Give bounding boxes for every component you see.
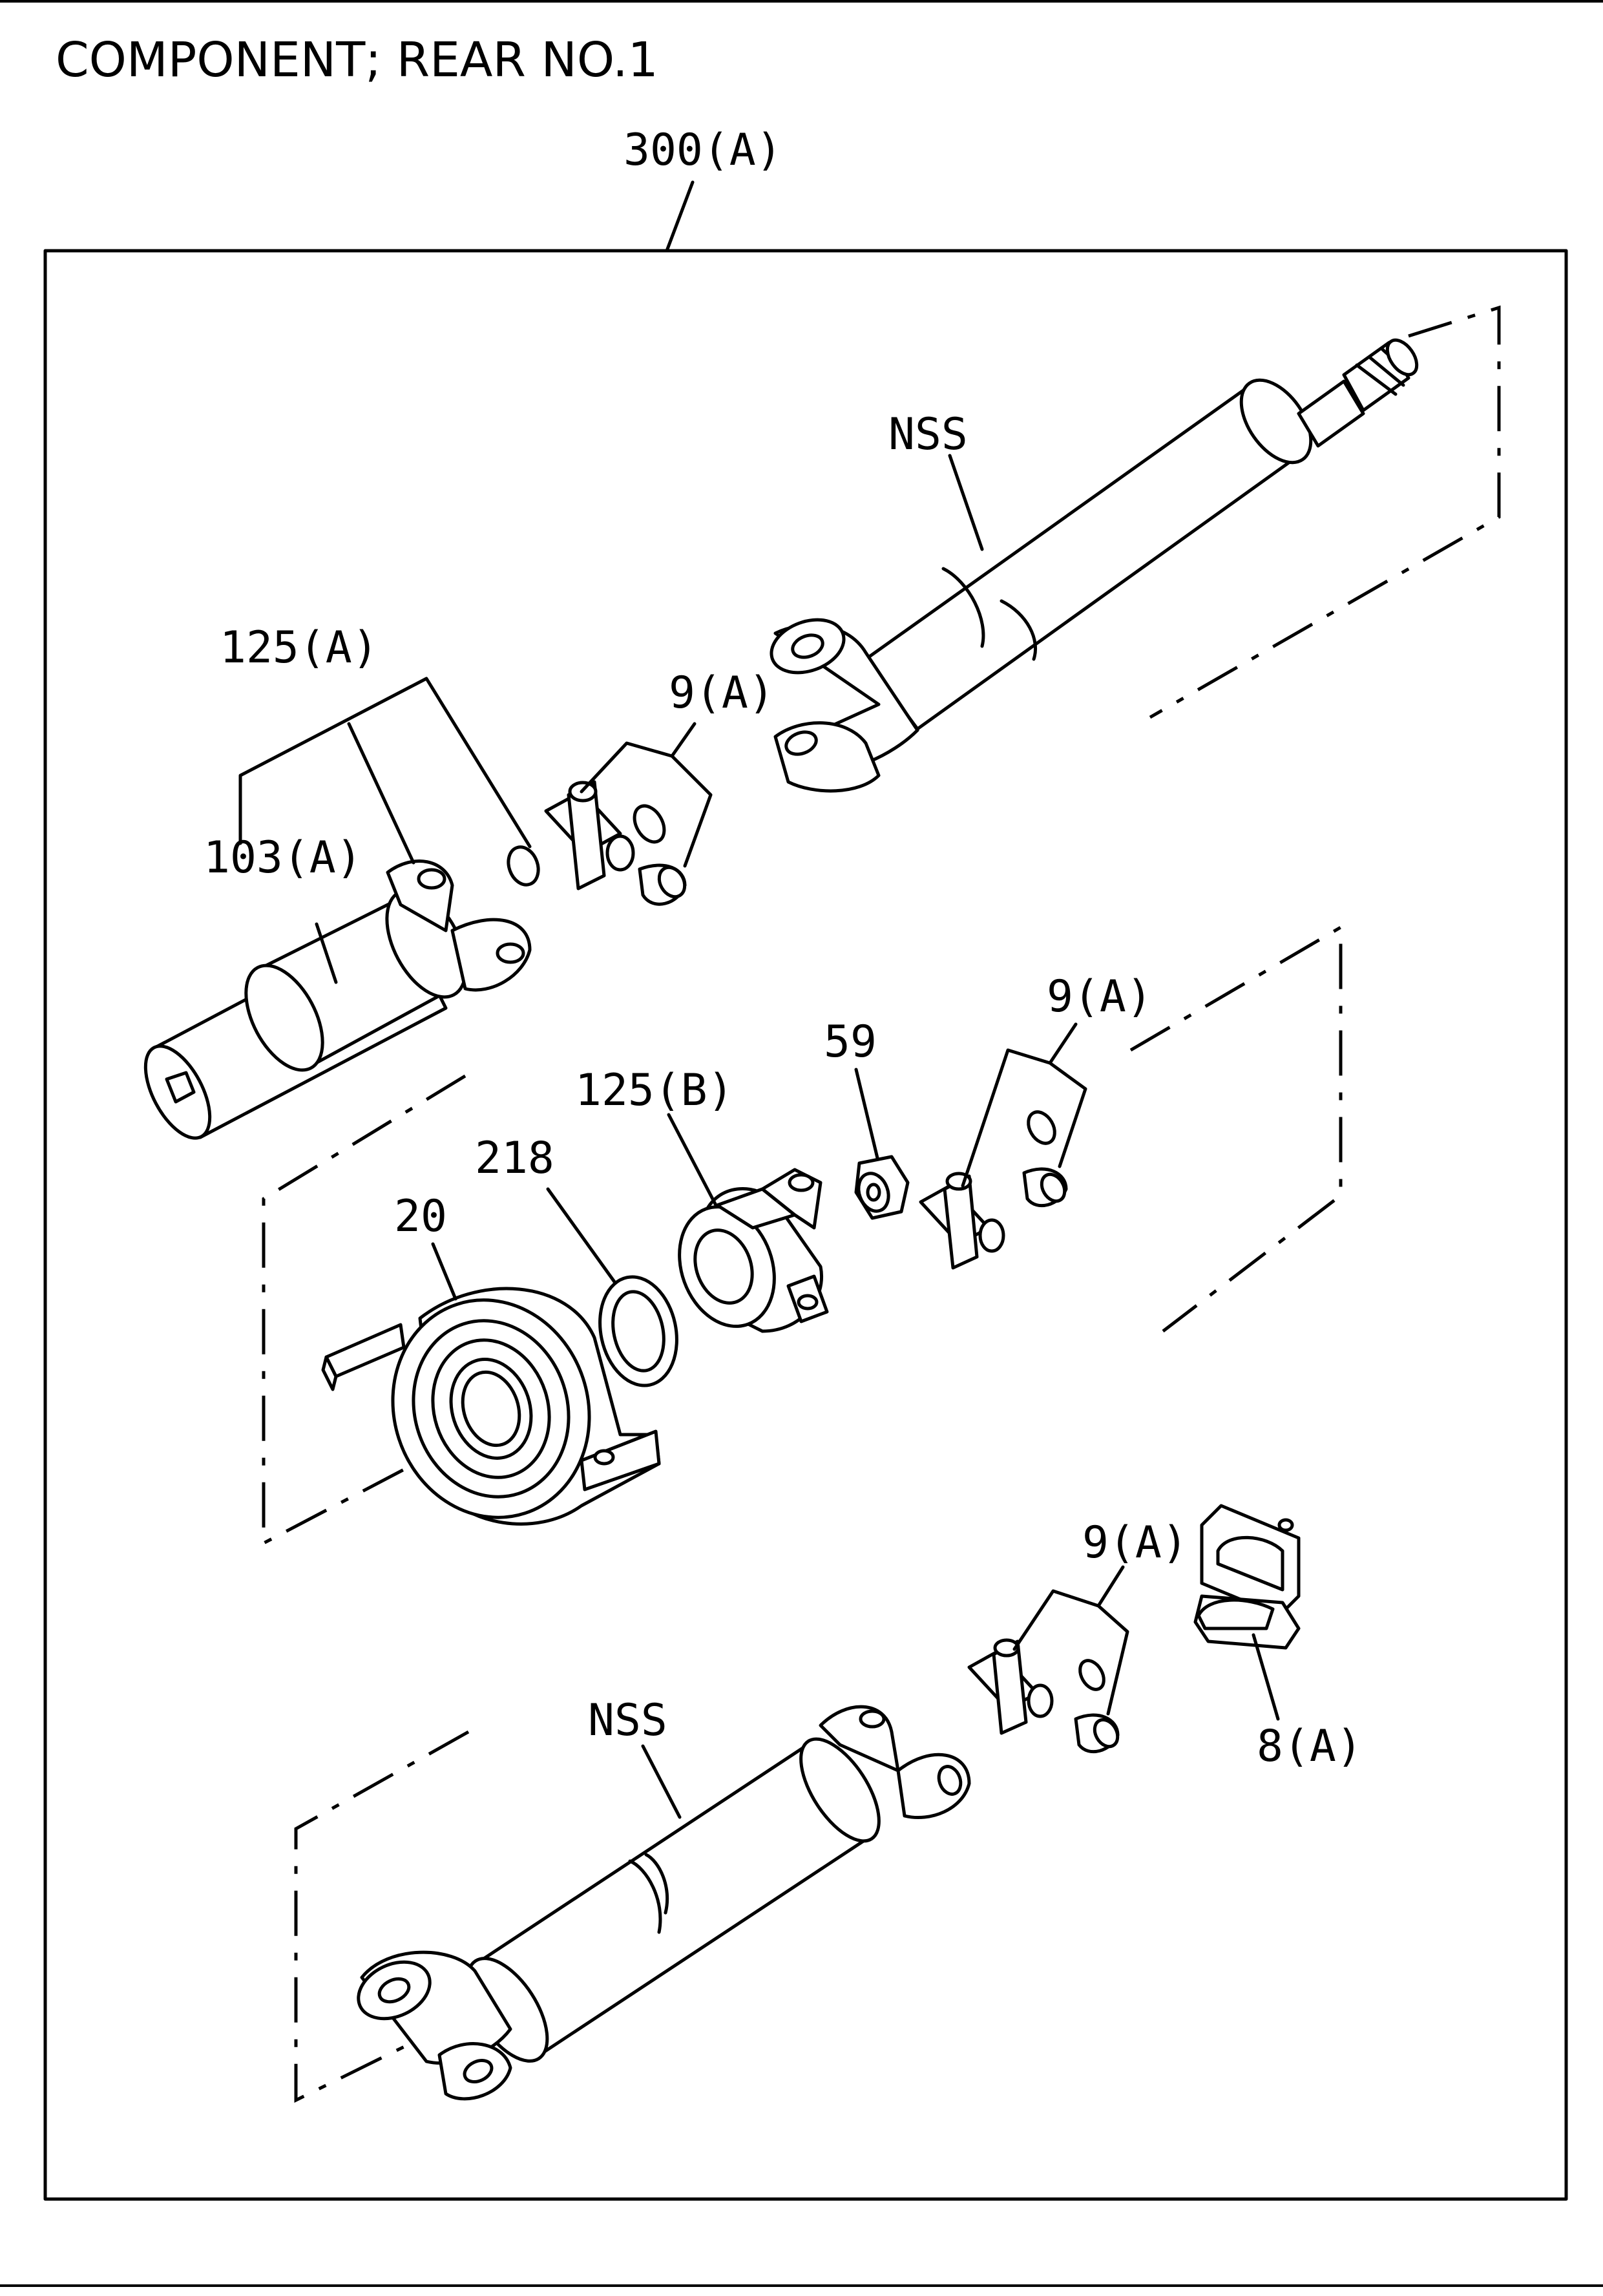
- center-bearing[interactable]: [321, 1274, 661, 1543]
- joint-2-leader: [961, 1022, 1087, 1188]
- nut[interactable]: [854, 1155, 910, 1220]
- label-assembly: 300(A): [623, 125, 782, 176]
- label-flange-yoke-b: 125(B): [575, 1065, 734, 1116]
- universal-joint-2[interactable]: [919, 1107, 1069, 1270]
- washer[interactable]: [591, 1270, 687, 1393]
- front-shaft-phantom: [1149, 305, 1501, 719]
- label-yoke-sleeve-set: 125(A): [220, 622, 379, 673]
- label-rear-shaft: NSS: [588, 1695, 667, 1746]
- label-joint-kit-3: 9(A): [1082, 1517, 1188, 1568]
- rear-shaft-yoke[interactable]: [350, 1945, 563, 2101]
- front-shaft-yoke[interactable]: [764, 610, 919, 793]
- flange-yoke-b-leader: [667, 1113, 718, 1207]
- center-bearing-leader: [431, 1242, 457, 1301]
- front-nss-leader: [948, 454, 984, 551]
- sleeve-yoke-leaders: [238, 677, 532, 984]
- diagram-title: COMPONENT; REAR NO.1: [56, 32, 658, 88]
- bearing-phantom: [262, 1074, 466, 1546]
- universal-joint-1[interactable]: [544, 780, 690, 906]
- assembly-frame: [43, 249, 1568, 2201]
- washer-leader: [546, 1187, 617, 1285]
- o-ring[interactable]: [503, 843, 543, 889]
- front-shaft[interactable]: [864, 335, 1423, 731]
- rear-shaft-phantom: [294, 1730, 470, 2103]
- sleeve-yoke[interactable]: [132, 859, 532, 1148]
- universal-joint-3[interactable]: [967, 1638, 1122, 1754]
- flange-yoke[interactable]: [1193, 1504, 1301, 1650]
- label-joint-kit-1: 9(A): [669, 668, 775, 719]
- flange-yoke-leader: [1252, 1633, 1280, 1721]
- rear-shaft[interactable]: [473, 1705, 971, 2057]
- middle-phantom: [1129, 924, 1343, 1332]
- joint-3-leader: [1012, 1565, 1129, 1716]
- joint-1-leader: [580, 722, 713, 868]
- label-joint-kit-2: 9(A): [1047, 971, 1153, 1022]
- assembly-leader: [665, 180, 695, 253]
- nut-leader: [854, 1068, 879, 1160]
- label-sleeve-yoke: 103(A): [204, 832, 362, 883]
- label-flange-yoke: 8(A): [1257, 1721, 1363, 1772]
- top-rule: [0, 0, 1603, 3]
- label-center-bearing: 20: [394, 1191, 447, 1242]
- flange-yoke-b[interactable]: [664, 1168, 829, 1340]
- bottom-rule: [0, 2284, 1603, 2287]
- label-nut: 59: [824, 1016, 877, 1068]
- label-front-shaft: NSS: [888, 409, 968, 460]
- label-washer: 218: [475, 1133, 554, 1184]
- rear-nss-leader: [641, 1744, 682, 1819]
